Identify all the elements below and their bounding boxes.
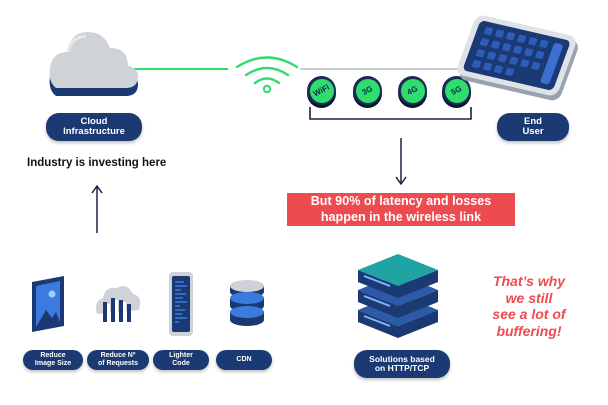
reduce-image-size-label: Reduce Image Size: [23, 350, 83, 370]
4g-network-label: 4G: [405, 84, 420, 97]
lighter-code-label: Lighter Code: [153, 350, 209, 370]
reduce-requests-line1: Reduce Nº: [100, 352, 136, 360]
code-phone-icon: [169, 272, 193, 336]
cdn-label: CDN: [216, 350, 272, 370]
wifi-icon: [235, 56, 299, 94]
cloud-infrastructure-label: Cloud Infrastructure: [46, 113, 142, 141]
quote-line3: see a lot of: [492, 306, 566, 322]
network-bracket: [309, 107, 472, 120]
end-user-label-line2: User: [522, 126, 544, 137]
reduce-image-line1: Reduce: [40, 352, 66, 360]
banner-line1: But 90% of latency and losses: [310, 194, 492, 208]
latency-banner: But 90% of latency and losses happen in …: [287, 193, 515, 226]
cdn-database-icon: [230, 280, 264, 326]
lighter-code-line2: Code: [172, 360, 190, 367]
4g-network-button: 4G: [398, 76, 427, 105]
cloud-label-line1: Cloud: [80, 115, 108, 127]
phone-icon: [457, 15, 578, 101]
3g-network-label: 3G: [360, 84, 375, 97]
reduce-image-line2: Image Size: [34, 360, 72, 367]
image-icon: [32, 276, 64, 332]
cloud-requests-icon: [95, 286, 141, 322]
reduce-requests-line2: of Requests: [97, 360, 139, 367]
3g-network-button: 3G: [353, 76, 382, 105]
solutions-label-line1: Solutions based: [369, 353, 435, 364]
wifi-network-button: WiFi: [307, 76, 336, 105]
lighter-code-line1: Lighter: [169, 352, 193, 360]
solutions-label: Solutions based on HTTP/TCP: [354, 350, 450, 378]
reduce-requests-label: Reduce Nº of Requests: [87, 350, 149, 370]
5g-network-button: 5G: [442, 76, 471, 105]
end-user-label: End User: [497, 113, 569, 141]
quote-line1: That’s why: [492, 273, 566, 289]
banner-line2: happen in the wireless link: [320, 210, 482, 224]
server-icon: [358, 254, 438, 338]
wifi-network-label: WiFi: [311, 82, 332, 99]
cdn-label-text: CDN: [236, 356, 252, 364]
quote-line2: we still: [505, 289, 553, 306]
cloud-label-line2: Infrastructure: [63, 126, 125, 137]
quote-line4: buffering!: [496, 322, 562, 339]
investing-text: Industry is investing here: [27, 157, 167, 169]
cloud-icon: [49, 32, 138, 96]
buffering-quote: That’s why we still see a lot of bufferi…: [464, 273, 594, 339]
solutions-label-line2: on HTTP/TCP: [374, 363, 430, 373]
end-user-label-line1: End: [524, 115, 542, 127]
